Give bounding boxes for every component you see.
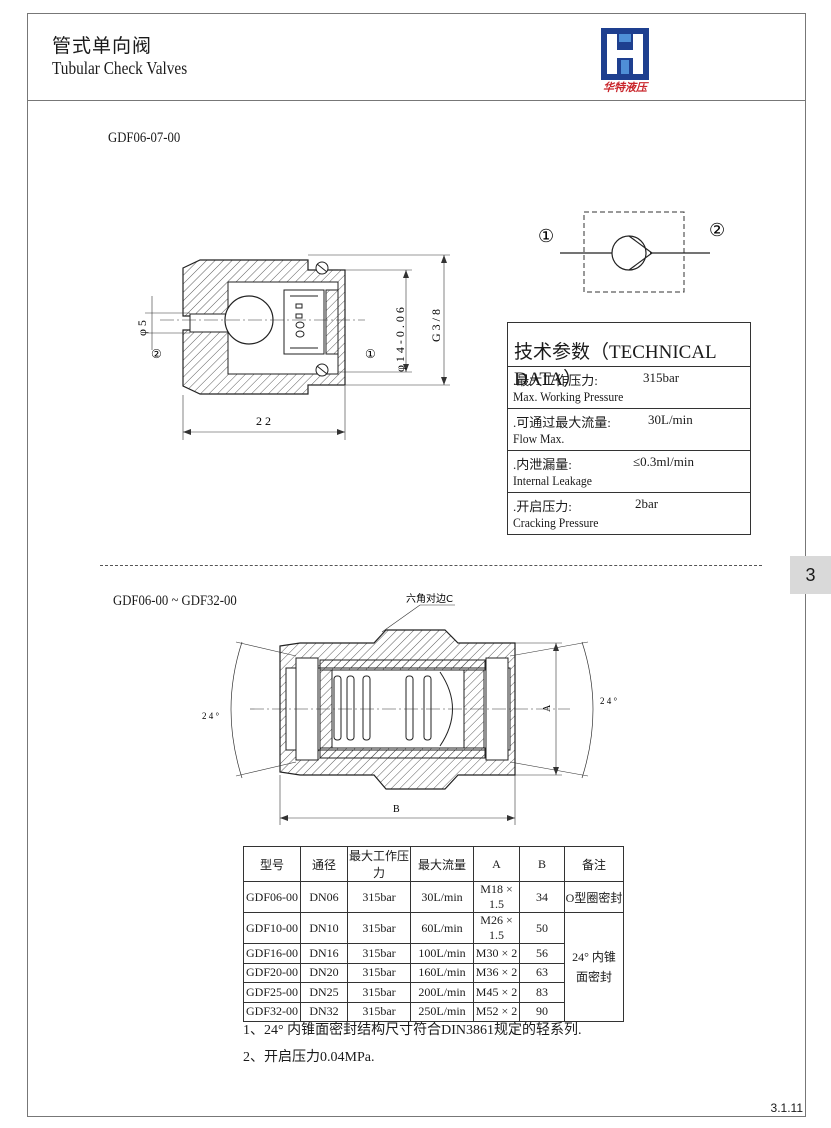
spec-table: 型号 通径 最大工作压力 最大流量 A B 备注 GDF06-00 DN06 3…	[243, 846, 624, 1022]
note-1: 1、24° 内锥面密封结构尺寸符合DIN3861规定的轻系列.	[243, 1023, 582, 1038]
page-number: 3.1.11	[770, 1101, 803, 1115]
dim-d5-label: φ 5	[135, 320, 149, 336]
tech-row-flow: .可通过最大流量: Flow Max. 30L/min	[508, 409, 750, 451]
brand-name: 华特液压	[603, 81, 647, 94]
hex-flats-label: 六角对边C	[406, 592, 453, 605]
model-label-gdf06-07: GDF06-07-00	[108, 130, 181, 146]
notes: 1、24° 内锥面密封结构尺寸符合DIN3861规定的轻系列. 2、开启压力0.…	[243, 1017, 581, 1071]
tech-row-pressure: .最大工作压力: Max. Working Pressure 315bar	[508, 367, 750, 409]
symbol-port-1: ①	[538, 226, 554, 247]
technical-data-box: 技术参数（TECHNICAL DATA） .最大工作压力: Max. Worki…	[507, 322, 751, 535]
dim-g38-label: G 3 / 8	[429, 309, 443, 342]
tech-row-cracking: .开启压力: Cracking Pressure 2bar	[513, 496, 659, 530]
dim-d14-label: φ 1 4 - 0 . 0 6	[393, 307, 407, 372]
note-2: 2、开启压力0.04MPa.	[243, 1050, 375, 1065]
dim-a-label: A	[542, 704, 553, 712]
dim-b-label: B	[393, 804, 400, 815]
table-row: GDF06-00 DN06 315bar 30L/min M18 × 1.5 3…	[243, 881, 624, 913]
table-header-row: 型号 通径 最大工作压力 最大流量 A B 备注	[243, 846, 624, 882]
table-row: GDF16-00 DN16 315bar 100L/min M30 × 2 56	[243, 943, 624, 964]
model-label-range: GDF06-00 ~ GDF32-00	[113, 593, 237, 609]
angle-right-label: 2 4 °	[600, 696, 618, 706]
header-divider	[27, 100, 806, 101]
page-title-en: Tubular Check Valves	[52, 58, 188, 78]
technical-data-title: 技术参数（TECHNICAL DATA）	[508, 323, 750, 390]
table-row: GDF25-00 DN25 315bar 200L/min M45 × 2 83	[243, 982, 624, 1003]
table-row: GDF10-00 DN10 315bar 60L/min M26 × 1.5 5…	[243, 912, 624, 1022]
dim-22-label: 2 2	[256, 414, 271, 428]
angle-left-label: 2 4 °	[202, 711, 220, 721]
port-1-label: ①	[365, 347, 376, 361]
page-title-cn: 管式单向阀	[52, 36, 153, 57]
chapter-tab[interactable]: 3	[790, 556, 831, 594]
symbol-port-2: ②	[709, 220, 725, 241]
tech-row-leakage: .内泄漏量: Internal Leakage ≤0.3ml/min	[508, 451, 750, 493]
section-divider	[100, 565, 762, 566]
port-2-label: ②	[151, 347, 162, 361]
brand-logo-icon	[601, 28, 649, 80]
table-row: GDF32-00 DN32 315bar 250L/min M52 × 2 90	[243, 1001, 624, 1022]
table-row: GDF20-00 DN20 315bar 160L/min M36 × 2 63	[243, 962, 624, 983]
